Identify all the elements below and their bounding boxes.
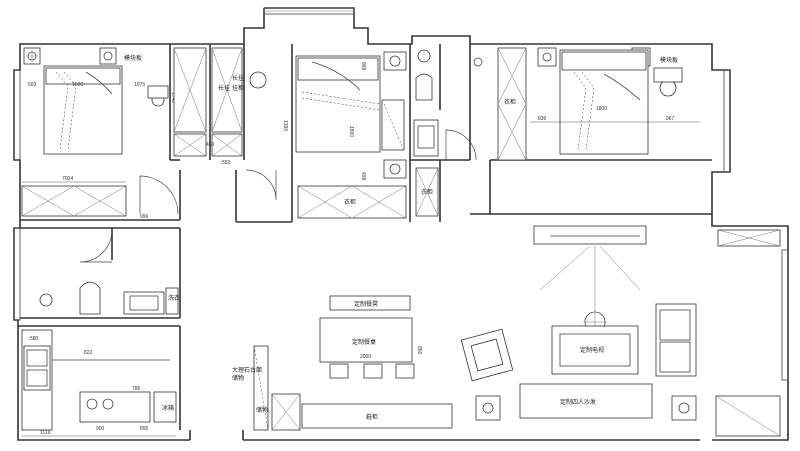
stool	[395, 363, 415, 379]
hang-cabinet-label-2: 长挂	[218, 84, 230, 92]
sofa	[519, 383, 653, 419]
tv-cabinet	[533, 225, 647, 245]
wardrobe-right-label: 衣柜	[504, 98, 516, 106]
nightstand-icon	[537, 47, 557, 67]
chair-icon	[659, 79, 677, 97]
dim-1500: 1500	[72, 82, 83, 88]
dim-7004: 7004	[62, 176, 73, 182]
toilet-icon	[415, 73, 433, 101]
toilet-icon	[79, 281, 101, 315]
bath-left	[39, 229, 179, 315]
fridge-cabinet-label: 冰箱	[162, 404, 174, 412]
sofa-label: 定制四人沙发	[560, 398, 596, 406]
dim-499: 499	[360, 172, 366, 181]
wardrobe-bath-label: 衣柜	[421, 188, 433, 196]
hang-cabinet-label-3: 挂柜	[232, 84, 244, 92]
living-dining: 大理石台面 储物 储物 鞋柜 定制餐凳 定制餐桌 2000 850 定制电视	[168, 225, 781, 437]
door-bath-right	[445, 129, 477, 161]
dining-bench	[329, 295, 411, 311]
sink-double-icon	[23, 345, 51, 391]
dim-822: 822	[84, 350, 93, 356]
dim-836: 836	[538, 116, 547, 122]
tall-cabinet-label: 大理石台面	[232, 366, 262, 374]
burner-icon	[102, 398, 114, 410]
dining-table	[319, 317, 413, 363]
wardrobe-center-label: 衣柜	[344, 198, 356, 206]
chair-icon	[249, 71, 267, 89]
shoe-cabinet	[301, 403, 453, 429]
door-bath-left	[79, 229, 113, 263]
sink-icon	[123, 291, 165, 315]
dim-503: 503	[28, 82, 37, 88]
nightstand-icon	[99, 47, 117, 65]
stool	[363, 363, 383, 379]
dim-1390: 1390	[282, 120, 288, 131]
dim-996: 996	[140, 214, 149, 220]
dim-850: 850	[416, 346, 422, 355]
dim-552: 552	[222, 160, 231, 166]
dim-869: 869	[360, 62, 366, 71]
dining-table-label: 定制餐桌	[352, 338, 376, 346]
nightstand-icon	[383, 51, 407, 71]
shoe-cabinet-label: 鞋柜	[366, 413, 378, 421]
bath-right: 衣柜	[413, 49, 483, 217]
side-table-icon	[671, 395, 697, 421]
dim-580: 580	[30, 336, 39, 342]
hang-cabinet-label: 长挂	[232, 74, 244, 82]
interior-walls	[18, 44, 712, 430]
side-table-icon	[475, 395, 501, 421]
door-master	[245, 169, 277, 201]
master-bedroom: 1800 869 499 500 衣柜	[295, 51, 407, 219]
dim-2000: 2000	[360, 354, 371, 360]
nightstand-icon	[383, 159, 407, 179]
dim-895: 895	[140, 426, 149, 432]
kitchen: 580 822 786 1119 900 895 冰箱	[21, 329, 177, 437]
dim-900: 900	[96, 426, 105, 432]
door-bedroom-left	[139, 175, 179, 215]
window-living	[781, 249, 789, 381]
shower-icon	[473, 57, 483, 67]
window-right	[723, 69, 731, 173]
headboard-label-right: 模块板	[660, 56, 678, 64]
bedroom-left: 503 1500 1075 模块板 1740 7004 996	[21, 47, 179, 220]
dim-1119: 1119	[40, 430, 51, 436]
tv-cabinet-label: 定制电视	[580, 346, 604, 354]
burner-icon	[86, 398, 98, 410]
bedroom-right: 衣柜 模块板 836 1800 967	[497, 47, 700, 161]
cabinet-left-bottom	[21, 185, 127, 217]
dim-1800r: 1800	[596, 106, 607, 112]
dining-side-label: 定制餐凳	[354, 300, 378, 308]
side-cabinet-label: 储物	[256, 406, 268, 414]
tall-cabinet-label-2: 储物	[232, 374, 244, 382]
dim-1075: 1075	[134, 82, 145, 88]
dim-786: 786	[132, 386, 141, 392]
dim-450: 450	[206, 142, 215, 148]
window-left-bottom	[13, 227, 21, 321]
window-left-top	[13, 69, 21, 161]
cabinet-column: 长挂 长挂 挂柜 450 552 1390	[173, 47, 288, 201]
stool	[329, 363, 349, 379]
dim-967: 967	[666, 116, 675, 122]
wash-cabinet-label: 洗衣	[168, 294, 180, 302]
dim-1740: 1740	[170, 92, 176, 103]
headboard-label: 模块板	[124, 54, 142, 62]
plant-icon	[39, 293, 53, 307]
dim-1800: 1800	[348, 126, 354, 137]
